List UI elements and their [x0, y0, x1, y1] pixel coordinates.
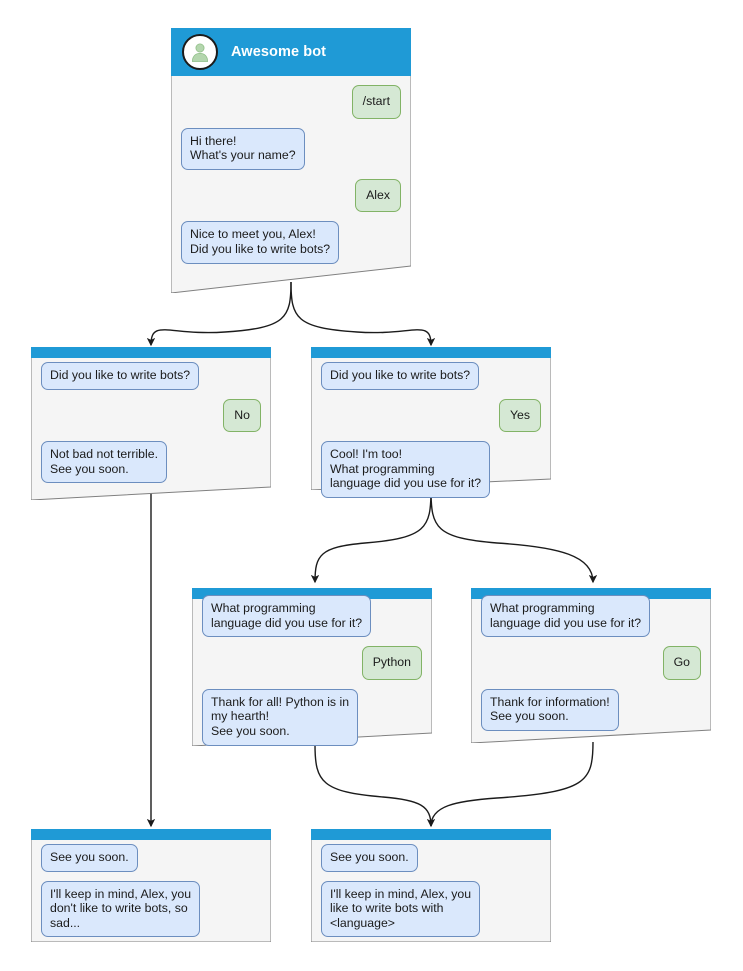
card-header-strip: [311, 347, 551, 358]
message-row: See you soon.: [41, 844, 261, 872]
message-row: Go: [481, 646, 701, 680]
message-row: Did you like to write bots?: [41, 362, 261, 390]
card-language-go[interactable]: What programming language did you use fo…: [471, 588, 711, 743]
card-header-strip: [311, 829, 551, 840]
card-body: Awesome bot /start Hi there! What's your…: [171, 28, 411, 273]
message-row: I'll keep in mind, Alex, you like to wri…: [321, 880, 541, 938]
edge-python-to-farewell: [314, 744, 436, 828]
chat-thread: See you soon. I'll keep in mind, Alex, y…: [311, 840, 551, 938]
bot-message-bubble: Cool! I'm too! What programming language…: [321, 441, 491, 498]
edge-yes-to-go: [430, 489, 598, 584]
user-message-bubble: Yes: [498, 398, 541, 433]
message-row: /start: [181, 85, 401, 119]
user-message-bubble: No: [223, 398, 261, 433]
message-row: Not bad not terrible. See you soon.: [41, 441, 261, 484]
bot-message-bubble: Not bad not terrible. See you soon.: [41, 441, 168, 484]
edge-root-to-yes: [290, 281, 436, 347]
chat-thread: /start Hi there! What's your name? Alex …: [171, 76, 411, 264]
bot-message-bubble: See you soon.: [41, 844, 138, 872]
card-body: What programming language did you use fo…: [471, 588, 711, 743]
message-row: Yes: [321, 398, 541, 433]
card-body: Did you like to write bots? Yes Cool! I'…: [311, 347, 551, 507]
bot-message-bubble: Nice to meet you, Alex! Did you like to …: [181, 221, 340, 264]
message-row: Hi there! What's your name?: [181, 127, 401, 170]
message-row: Alex: [181, 178, 401, 213]
message-row: Cool! I'm too! What programming language…: [321, 441, 541, 498]
person-avatar-icon: [182, 34, 218, 70]
message-row: Thank for information! See you soon.: [481, 688, 701, 731]
edge-root-to-no: [146, 281, 292, 347]
card-body: What programming language did you use fo…: [192, 588, 432, 746]
card-farewell-happy[interactable]: See you soon. I'll keep in mind, Alex, y…: [311, 829, 551, 942]
user-message-bubble: Go: [662, 646, 701, 680]
bot-message-bubble: I'll keep in mind, Alex, you don't like …: [41, 880, 201, 938]
bot-message-bubble: Thank for all! Python is in my hearth! S…: [202, 688, 359, 746]
message-row: No: [41, 398, 261, 433]
chat-thread: What programming language did you use fo…: [192, 595, 432, 746]
card-header-strip: [471, 588, 711, 599]
bot-message-bubble: What programming language did you use fo…: [481, 595, 651, 638]
card-language-python[interactable]: What programming language did you use fo…: [192, 588, 432, 746]
card-answer-yes[interactable]: Did you like to write bots? Yes Cool! I'…: [311, 347, 551, 498]
edge-yes-to-python: [310, 489, 432, 584]
bot-message-bubble: What programming language did you use fo…: [202, 595, 372, 638]
user-message-bubble: /start: [351, 85, 401, 119]
message-row: Did you like to write bots?: [321, 362, 541, 390]
bot-header-bar: Awesome bot: [171, 28, 411, 76]
message-row: I'll keep in mind, Alex, you don't like …: [41, 880, 261, 938]
bot-message-bubble: I'll keep in mind, Alex, you like to wri…: [321, 880, 481, 938]
card-body: Did you like to write bots? No Not bad n…: [31, 347, 271, 492]
card-header-strip: [31, 829, 271, 840]
card-body: See you soon. I'll keep in mind, Alex, y…: [31, 829, 271, 946]
user-message-bubble: Alex: [355, 178, 401, 213]
bot-message-bubble: Did you like to write bots?: [41, 362, 200, 390]
card-header-strip: [31, 347, 271, 358]
message-row: What programming language did you use fo…: [481, 595, 701, 638]
bot-message-bubble: See you soon.: [321, 844, 418, 872]
card-answer-no[interactable]: Did you like to write bots? No Not bad n…: [31, 347, 271, 500]
card-farewell-sad[interactable]: See you soon. I'll keep in mind, Alex, y…: [31, 829, 271, 942]
card-body: See you soon. I'll keep in mind, Alex, y…: [311, 829, 551, 946]
chat-thread: Did you like to write bots? Yes Cool! I'…: [311, 358, 551, 498]
awesome-bot-root-card[interactable]: Awesome bot /start Hi there! What's your…: [171, 28, 411, 293]
card-header-strip: [192, 588, 432, 599]
chat-thread: Did you like to write bots? No Not bad n…: [31, 358, 271, 484]
bot-message-bubble: Thank for information! See you soon.: [481, 688, 619, 731]
edge-go-to-farewell: [430, 741, 594, 827]
chat-thread: What programming language did you use fo…: [471, 595, 711, 731]
chat-thread: See you soon. I'll keep in mind, Alex, y…: [31, 840, 271, 938]
message-row: Nice to meet you, Alex! Did you like to …: [181, 221, 401, 264]
user-message-bubble: Python: [361, 646, 422, 680]
bot-message-bubble: Did you like to write bots?: [321, 362, 480, 390]
message-row: See you soon.: [321, 844, 541, 872]
bot-message-bubble: Hi there! What's your name?: [181, 127, 305, 170]
message-row: What programming language did you use fo…: [202, 595, 422, 638]
message-row: Thank for all! Python is in my hearth! S…: [202, 688, 422, 746]
bot-title: Awesome bot: [231, 44, 327, 60]
message-row: Python: [202, 646, 422, 680]
